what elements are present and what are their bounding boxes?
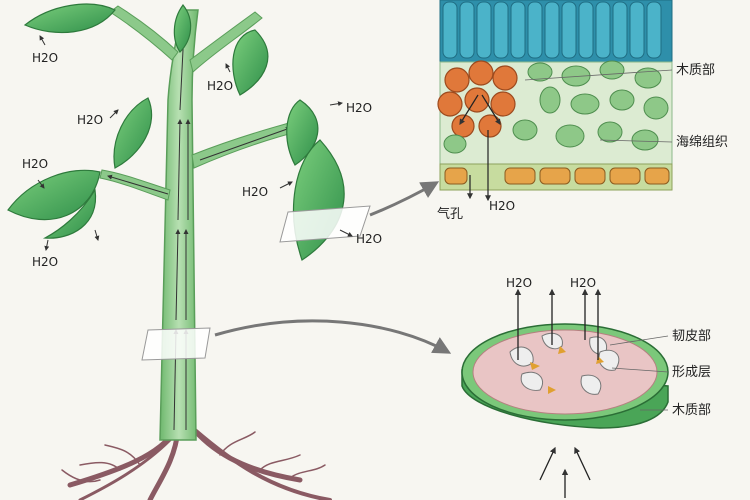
h2o-label: H2O: [356, 232, 382, 246]
stem-xylem-label: 木质部: [672, 403, 711, 418]
stem-flow-arrows: [108, 30, 290, 430]
leaf-mid-left: [114, 98, 152, 168]
leaf-top-right: [233, 30, 268, 95]
h2o-label: H2O: [346, 101, 372, 115]
spongy-tissue-label: 海绵组织: [676, 135, 728, 150]
stem-zoom-arrow: [215, 321, 448, 352]
stem-cut-marker: [142, 328, 210, 360]
stem: [100, 6, 304, 440]
h2o-label: H2O: [22, 157, 48, 171]
leaf-zoom-arrow: [370, 183, 436, 215]
cambium-label: 形成层: [672, 365, 711, 380]
stem-h2o-label: H2O: [506, 276, 532, 290]
leaf-cross-section: 木质部 海绵组织 气孔 H2O: [437, 0, 728, 222]
stem-h2o-label: H2O: [570, 276, 596, 290]
leaf-h2o-label: H2O: [489, 199, 515, 213]
h2o-label: H2O: [77, 113, 103, 127]
h2o-label: H2O: [32, 255, 58, 269]
h2o-label: H2O: [242, 185, 268, 199]
phloem-label: 韧皮部: [672, 329, 711, 344]
stoma-label: 气孔: [437, 206, 463, 222]
h2o-label: H2O: [207, 79, 233, 93]
stem-cross-section: H2O H2O 韧皮部 形成层 木质部: [462, 276, 711, 498]
leaf-top-left: [25, 4, 115, 32]
h2o-label: H2O: [32, 51, 58, 65]
leaf-xylem-label: 木质部: [676, 63, 715, 78]
